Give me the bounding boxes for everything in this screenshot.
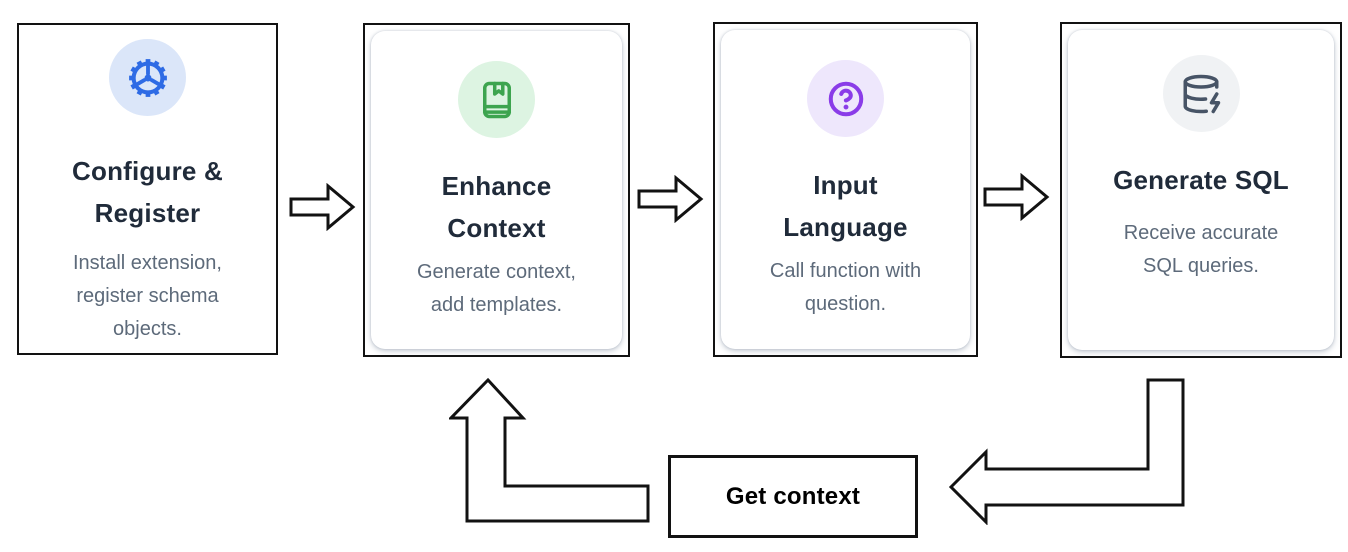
card-description: Generate context, add templates. [417,256,576,322]
card-generate-sql: Generate SQL Receive accurate SQL querie… [1060,22,1342,358]
card-description-line: Install extension, [73,252,222,274]
icon-circle [458,61,535,138]
card-description-line: add templates. [430,294,563,316]
flow-arrow-right-2 [637,175,704,223]
icon-circle [807,60,884,137]
card-title: Configure & Register [72,150,223,234]
card-input-language: Input Language Call function with questi… [713,22,978,357]
card-title-line: Enhance [441,171,552,201]
get-context-box: Get context [668,455,918,538]
database-zap-icon [1183,74,1221,113]
card-description-line: Call function with [769,260,922,282]
card-enhance-context: Enhance Context Generate context, add te… [363,23,630,357]
loop-arrow-up [449,377,650,523]
card-title-line: Context [447,213,546,243]
card-title-line: Generate SQL [1113,165,1289,195]
card-title: Enhance Context [442,165,552,249]
icon-circle [1162,55,1240,132]
card-description: Receive accurate SQL queries. [1124,217,1279,283]
card-title-line: Configure & [72,156,223,186]
get-context-label: Get context [725,482,861,510]
card-title: Generate SQL [1113,159,1289,201]
flow-arrow-right-1 [289,183,356,231]
card-title: Input Language [783,164,907,248]
card-description-line: SQL queries. [1143,255,1259,277]
card-configure-register: Configure & Register Install extension, … [17,23,278,355]
card-description-line: Receive accurate [1123,222,1279,244]
flow-arrow-right-3 [983,173,1050,221]
card-description-line: register schema [76,285,219,307]
loop-arrow-left [949,378,1185,525]
book-icon [482,81,511,118]
card-description-line: question. [804,293,887,315]
icon-circle [109,39,186,116]
card-description: Call function with question. [770,255,921,321]
help-circle-icon [828,81,863,116]
card-title-line: Input [813,170,878,200]
card-title-line: Register [94,198,201,228]
card-description-line: Generate context, [417,261,576,283]
card-title-line: Language [783,212,908,242]
card-description-line: objects. [113,318,182,340]
gear-icon [128,58,167,97]
card-description: Install extension, register schema objec… [73,247,222,346]
